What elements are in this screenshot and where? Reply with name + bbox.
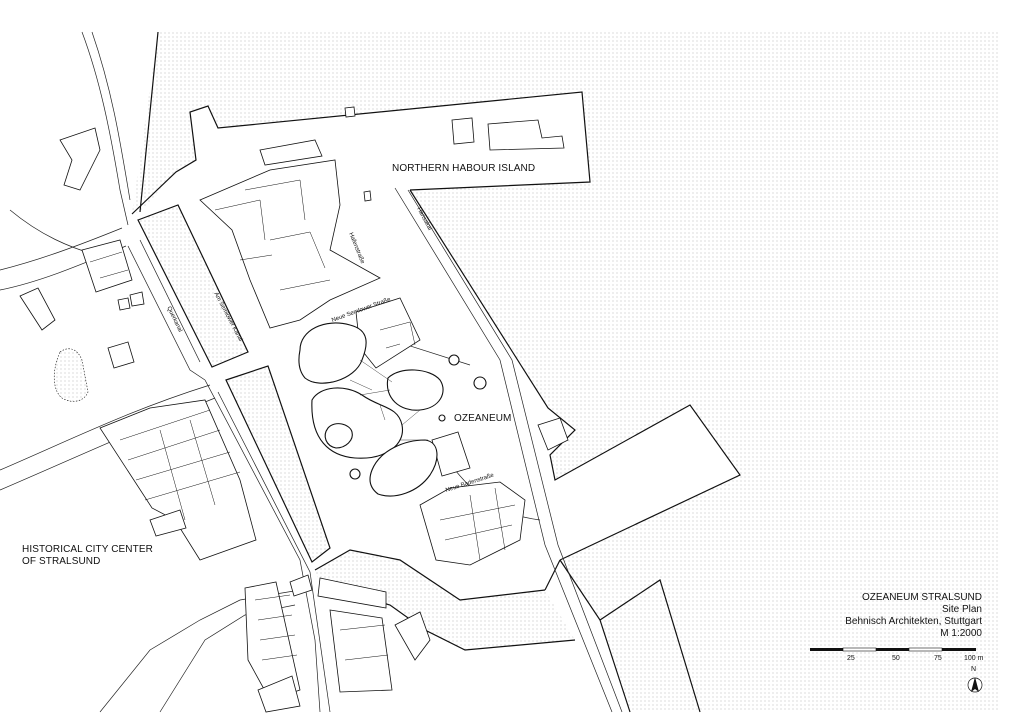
scale-tick-50: 50 — [892, 655, 900, 662]
ozeaneum-label: OZEANEUM — [454, 413, 512, 424]
drawing-title: Site Plan — [941, 604, 982, 615]
historic-city-label-line1: HISTORICAL CITY CENTER — [22, 544, 153, 555]
title-block: OZEANEUM STRALSUND Site Plan Behnisch Ar… — [845, 592, 982, 640]
harbour-water — [53, 32, 1000, 712]
scale-bar — [810, 647, 976, 652]
historic-city-label-line2: OF STRALSUND — [22, 556, 101, 567]
northern-habour-island-label: NORTHERN HABOUR ISLAND — [392, 163, 536, 174]
north-label: N — [971, 666, 977, 673]
quay-edges — [131, 31, 741, 713]
north-arrow-icon — [967, 677, 983, 693]
scale-tick-75: 75 — [934, 655, 942, 662]
ozeaneum-building — [298, 322, 487, 497]
city-blocks — [19, 106, 569, 713]
architect-name: Behnisch Architekten, Stuttgart — [845, 616, 982, 627]
scale-tick-25: 25 — [847, 655, 855, 662]
drawing-scale: M 1:2000 — [940, 628, 982, 639]
ozeaneum-glass-lines — [349, 359, 428, 441]
scale-tick-100m: 100 m — [964, 655, 984, 662]
project-title: OZEANEUM STRALSUND — [861, 592, 982, 603]
block-subdivisions — [89, 179, 516, 661]
